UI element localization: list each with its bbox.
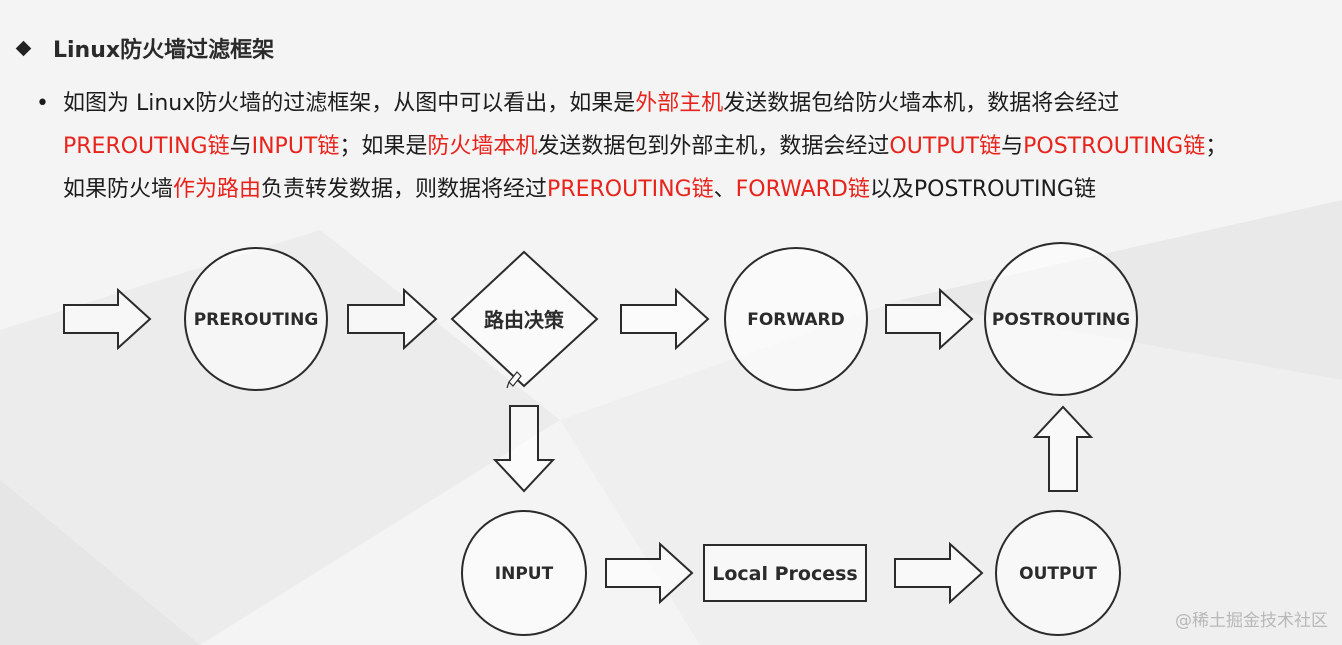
plain-text: ； bbox=[1205, 134, 1228, 159]
highlight-text: POSTROUTING链 bbox=[1023, 134, 1206, 159]
highlight-text: 外部主机 bbox=[635, 91, 724, 116]
plain-text: ；如果是 bbox=[339, 134, 428, 159]
highlight-text: INPUT链 bbox=[251, 134, 340, 159]
arrow-forward-to-postrouting bbox=[885, 287, 974, 351]
node-prerouting: PREROUTING bbox=[184, 247, 328, 391]
highlight-text: 作为路由 bbox=[173, 177, 262, 202]
node-input: INPUT bbox=[461, 510, 587, 636]
highlight-text: OUTPUT链 bbox=[889, 134, 1002, 159]
description-line-2: PREROUTING链与INPUT链；如果是防火墙本机发送数据包到外部主机，数据… bbox=[63, 125, 1326, 168]
highlight-text: PREROUTING链 bbox=[547, 177, 714, 202]
plain-text: 如果防火墙 bbox=[63, 177, 174, 202]
highlight-text: PREROUTING链 bbox=[63, 134, 230, 159]
arrow-entry-to-prerouting bbox=[63, 287, 152, 351]
prerouting-label: PREROUTING bbox=[194, 310, 319, 330]
plain-text: 如图为 Linux防火墙的过滤框架，从图中可以看出，如果是 bbox=[63, 91, 636, 116]
highlight-text: 防火墙本机 bbox=[427, 134, 538, 159]
input-label: INPUT bbox=[495, 564, 554, 584]
bullet-dot: • bbox=[36, 91, 49, 116]
local-process-label: Local Process bbox=[712, 563, 858, 585]
watermark: @稀土掘金技术社区 bbox=[1175, 611, 1328, 631]
plain-text: 发送数据包到外部主机，数据会经过 bbox=[537, 134, 890, 159]
node-output: OUTPUT bbox=[995, 510, 1121, 636]
arrow-output-to-postrouting bbox=[1032, 405, 1094, 492]
plain-text: 与 bbox=[229, 134, 252, 159]
routing-decision-label: 路由决策 bbox=[484, 308, 565, 332]
heading-title: Linux防火墙过滤框架 bbox=[53, 38, 275, 63]
arrow-local-process-to-output bbox=[894, 541, 984, 605]
netfilter-flow-diagram: .shape { fill: #ffffff; fill-opacity: 0.… bbox=[63, 242, 1138, 636]
section-heading: Linux防火墙过滤框架 bbox=[14, 30, 274, 66]
node-postrouting: POSTROUTING bbox=[984, 242, 1138, 396]
plain-text: 以及POSTROUTING链 bbox=[869, 177, 1096, 202]
output-label: OUTPUT bbox=[1019, 564, 1097, 584]
node-forward: FORWARD bbox=[724, 247, 868, 391]
plain-text: 与 bbox=[1001, 134, 1024, 159]
description-line-3: 如果防火墙作为路由负责转发数据，则数据将经过PREROUTING链、FORWAR… bbox=[63, 168, 1326, 211]
forward-label: FORWARD bbox=[747, 310, 845, 330]
highlight-text: FORWARD链 bbox=[735, 177, 870, 202]
pen-cursor-icon bbox=[506, 371, 522, 389]
postrouting-label: POSTROUTING bbox=[992, 310, 1130, 330]
plain-text: 、 bbox=[713, 177, 736, 202]
arrow-decision-to-input bbox=[492, 405, 556, 493]
arrow-decision-to-forward bbox=[620, 287, 710, 351]
arrow-input-to-local-process bbox=[605, 541, 694, 605]
description-line-1: 如图为 Linux防火墙的过滤框架，从图中可以看出，如果是外部主机发送数据包给防… bbox=[63, 82, 1326, 125]
node-local-process: Local Process bbox=[703, 544, 867, 602]
plain-text: 负责转发数据，则数据将经过 bbox=[261, 177, 548, 202]
arrow-prerouting-to-decision bbox=[347, 287, 438, 351]
plain-text: 发送数据包给防火墙本机，数据将会经过 bbox=[723, 91, 1120, 116]
node-routing-decision: 路由决策 bbox=[450, 250, 599, 388]
description-paragraph: • 如图为 Linux防火墙的过滤框架，从图中可以看出，如果是外部主机发送数据包… bbox=[36, 82, 1326, 211]
diamond-bullet-icon bbox=[15, 40, 32, 56]
